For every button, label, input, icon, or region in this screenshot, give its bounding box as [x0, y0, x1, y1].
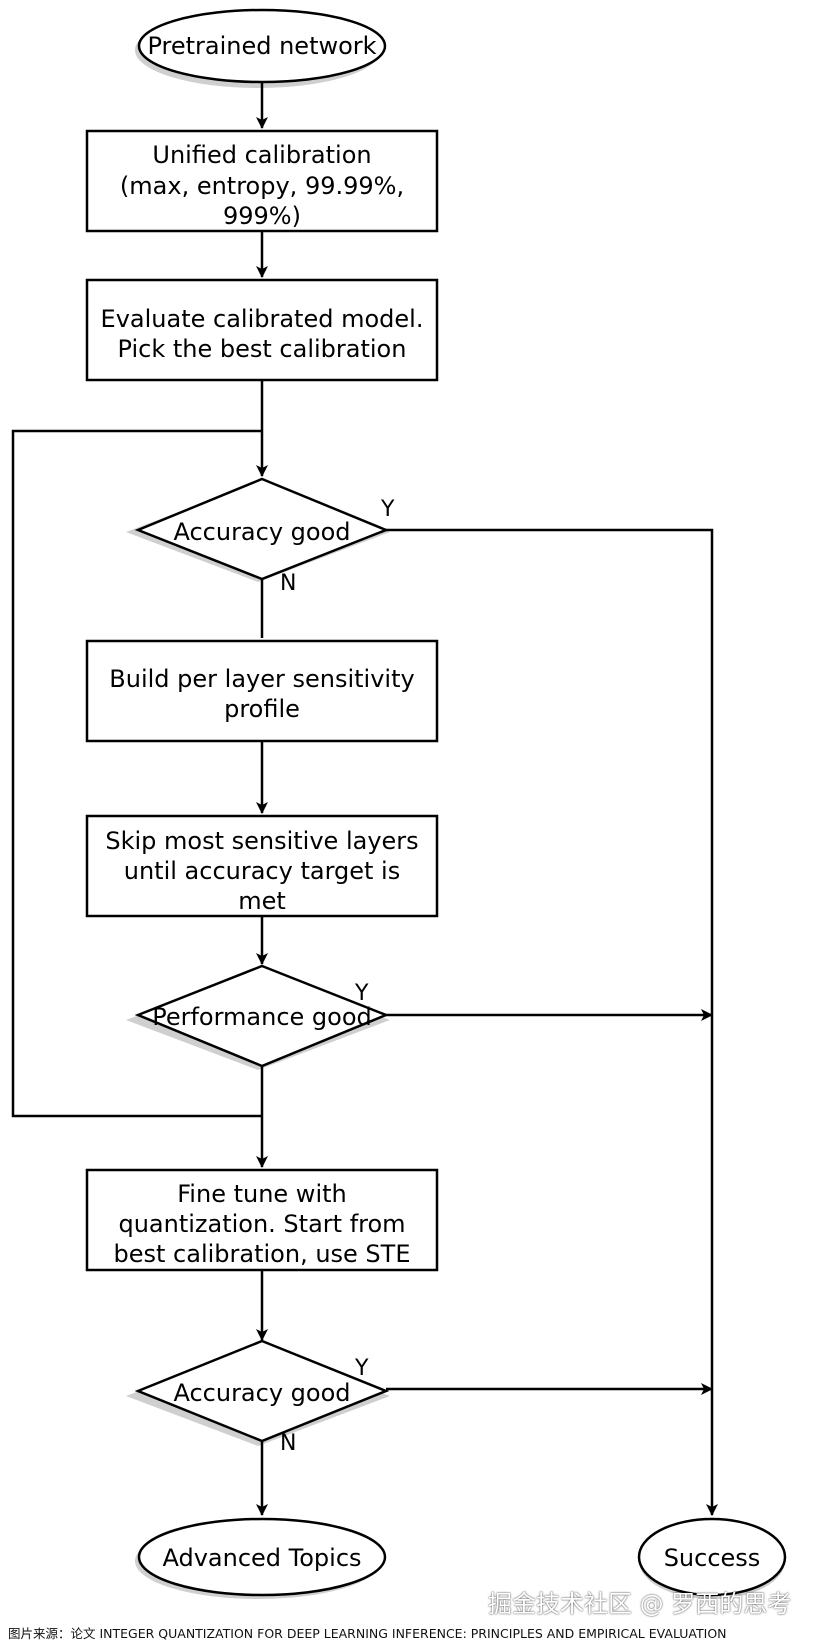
node-fine-tune — [85, 1168, 439, 1272]
pretrained-label: Pretrained network — [147, 32, 376, 60]
node-accuracy-good-1 — [134, 477, 390, 581]
node-performance-good — [134, 964, 390, 1068]
unified-line-1: Unified calibration — [152, 141, 371, 169]
skip-line-2: until accuracy target is — [124, 857, 400, 885]
node-evaluate-calibrated — [85, 278, 439, 382]
node-accuracy-good-2 — [134, 1339, 390, 1443]
acc2-no-label: N — [280, 1431, 296, 1456]
edge-loop-back — [11, 429, 262, 1118]
build-line-2: profile — [224, 695, 300, 723]
acc1-no-label: N — [280, 571, 296, 596]
build-line-1: Build per layer sensitivity — [109, 665, 414, 693]
node-unified-calibration — [85, 129, 439, 233]
unified-line-2: (max, entropy, 99.99%, — [120, 172, 404, 200]
accuracy1-label: Accuracy good — [173, 518, 350, 546]
perf-yes-label: Y — [354, 981, 369, 1006]
unified-line-3: 999%) — [223, 202, 301, 230]
finetune-line-2: quantization. Start from — [118, 1210, 405, 1238]
shape-shadows — [90, 12, 785, 1599]
node-build-sensitivity — [85, 639, 439, 743]
node-advanced-topics — [137, 1517, 387, 1597]
node-skip-layers — [85, 814, 439, 918]
node-success — [637, 1517, 787, 1597]
evaluate-line-2: Pick the best calibration — [118, 335, 407, 363]
performance-label: Performance good — [152, 1003, 372, 1031]
advanced-label: Advanced Topics — [162, 1544, 361, 1572]
watermark-text: 掘金技术社区 @ 罗西的思考 — [488, 1590, 792, 1618]
skip-line-1: Skip most sensitive layers — [105, 827, 418, 855]
success-label: Success — [664, 1544, 761, 1572]
skip-line-3: met — [238, 887, 286, 915]
acc2-yes-label: Y — [354, 1356, 369, 1381]
finetune-line-3: best calibration, use STE — [114, 1240, 411, 1268]
connector-lines — [11, 82, 718, 1516]
accuracy2-label: Accuracy good — [173, 1379, 350, 1407]
acc1-yes-label: Y — [380, 497, 395, 522]
finetune-line-1: Fine tune with — [177, 1180, 346, 1208]
node-pretrained-network — [137, 8, 387, 84]
edge-accuracy-success — [386, 528, 718, 1516]
evaluate-line-1: Evaluate calibrated model. — [101, 305, 424, 333]
shapes — [85, 8, 787, 1597]
source-caption: 图片来源：论文 INTEGER QUANTIZATION FOR DEEP LE… — [8, 1626, 727, 1641]
